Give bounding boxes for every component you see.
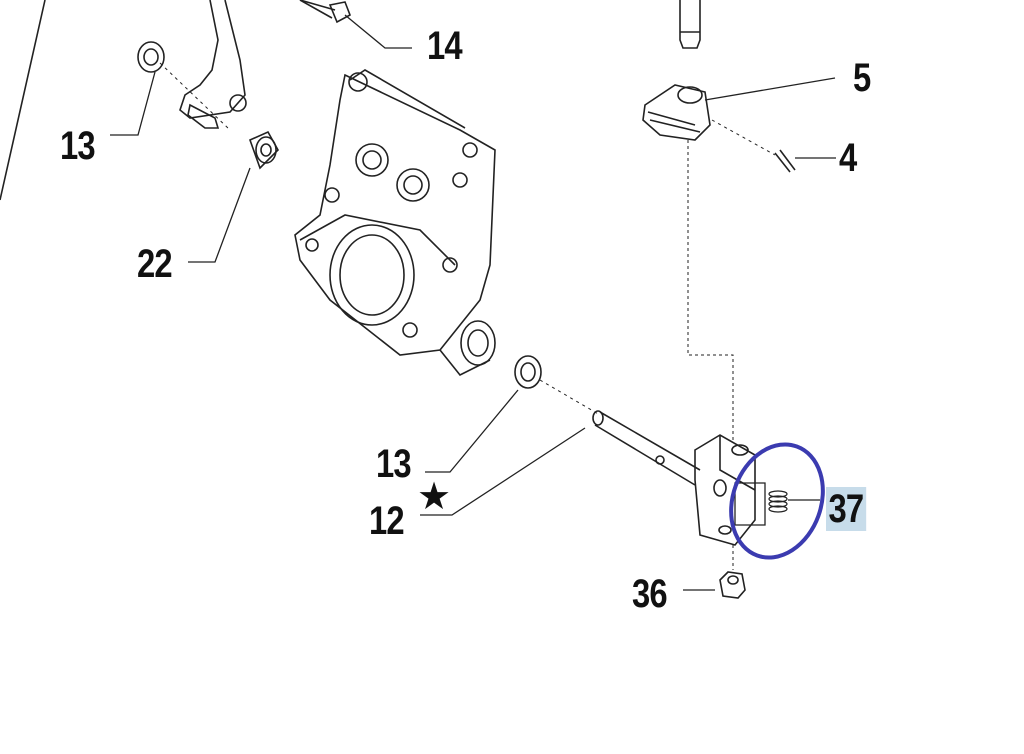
- callout-13-mid[interactable]: 13: [376, 442, 412, 486]
- lever-arm-part: [179, 0, 247, 129]
- bolt-part-14: [299, 0, 351, 24]
- star-icon: ★: [417, 476, 452, 518]
- callout-5[interactable]: 5: [853, 56, 871, 100]
- pin-part-4: [774, 149, 796, 173]
- shaft-part-12: [592, 410, 701, 486]
- leader-lines: [110, 14, 836, 591]
- rod-part: [679, 0, 701, 49]
- callout-4[interactable]: 4: [839, 136, 857, 180]
- spring-part-37: [768, 490, 788, 513]
- washer-part-13-top: [137, 41, 165, 73]
- washer-part-13-mid: [514, 355, 542, 389]
- callout-37[interactable]: 37: [826, 487, 866, 531]
- housing-part: [294, 69, 496, 377]
- highlight-circle: [729, 442, 825, 560]
- callout-13-top[interactable]: 13: [60, 124, 96, 168]
- bushing-part-22: [248, 130, 279, 170]
- callout-12[interactable]: 12: [369, 499, 405, 543]
- edge-line: [0, 0, 46, 201]
- bracket-part: [694, 434, 756, 546]
- callout-22[interactable]: 22: [137, 242, 173, 286]
- callout-36[interactable]: 36: [632, 572, 668, 616]
- cam-part-5: [642, 84, 711, 141]
- nut-part-36: [719, 571, 746, 599]
- callout-14[interactable]: 14: [427, 24, 463, 68]
